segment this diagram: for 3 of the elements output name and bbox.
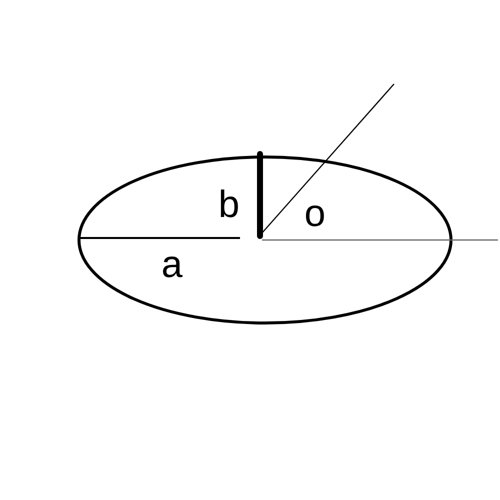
axis-label: b (218, 186, 240, 224)
axis-label: o (304, 195, 326, 233)
axis-label: a (161, 246, 183, 284)
